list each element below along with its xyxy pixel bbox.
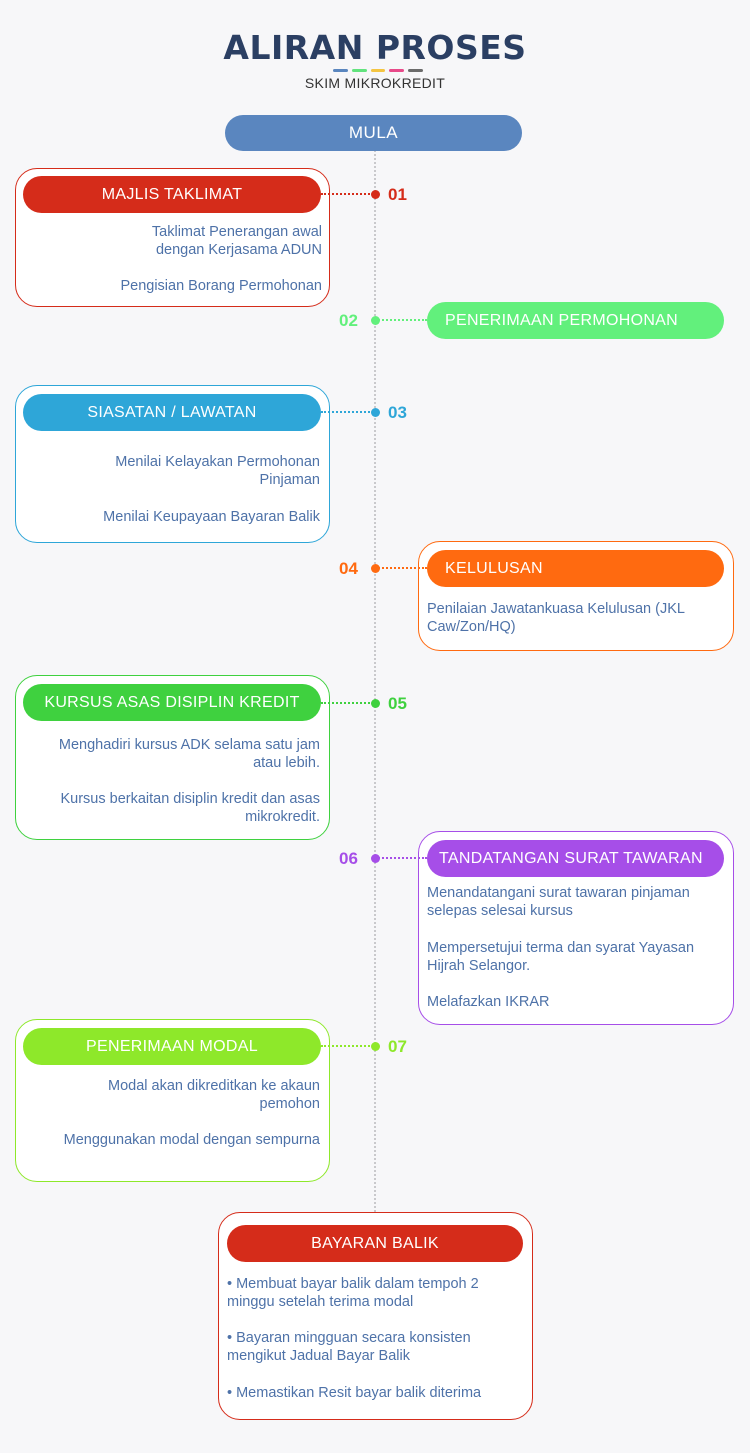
final-item-3: • Memastikan Resit bayar balik diterima bbox=[227, 1385, 482, 1401]
step-03-number: 03 bbox=[388, 403, 407, 422]
step-01-number: 01 bbox=[388, 185, 407, 204]
step-01-item-1: Taklimat Penerangan awal dengan Kerjasam… bbox=[151, 224, 322, 258]
step-01-title: MAJLIS TAKLIMAT bbox=[23, 176, 321, 213]
step-04-number: 04 bbox=[339, 559, 358, 578]
step-04-dot bbox=[370, 563, 380, 573]
step-07-dot bbox=[370, 1041, 380, 1051]
timeline-line bbox=[374, 150, 376, 1220]
step-07-connector bbox=[321, 1045, 374, 1047]
start-node: MULA bbox=[225, 115, 522, 151]
final-item-2: • Bayaran mingguan secara konsisten meng… bbox=[227, 1330, 471, 1364]
step-04-title: KELULUSAN bbox=[427, 550, 724, 587]
page-subtitle: SKIM MIKROKREDIT bbox=[304, 75, 446, 91]
step-02-dot bbox=[370, 315, 380, 325]
step-04-item-1: Penilaian Jawatankuasa Kelulusan (JKL Ca… bbox=[427, 601, 685, 635]
step-03-item-1: Menilai Kelayakan Permohonan Pinjaman bbox=[115, 454, 320, 488]
step-06-title: TANDATANGAN SURAT TAWARAN bbox=[427, 840, 724, 877]
step-05-item-2: Kursus berkaitan disiplin kredit dan asa… bbox=[60, 791, 320, 825]
step-05-item-1: Menghadiri kursus ADK selama satu jam at… bbox=[58, 737, 320, 771]
final-title: BAYARAN BALIK bbox=[227, 1225, 523, 1262]
accent-bar bbox=[370, 69, 386, 72]
step-07-item-2: Menggunakan modal dengan sempurna bbox=[63, 1132, 320, 1148]
step-03-item-2: Menilai Keupayaan Bayaran Balik bbox=[103, 509, 320, 525]
step-01-connector bbox=[321, 193, 374, 195]
step-05-connector bbox=[321, 702, 374, 704]
step-06-dot bbox=[370, 853, 380, 863]
step-07-title: PENERIMAAN MODAL bbox=[23, 1028, 321, 1065]
step-02-title: PENERIMAAN PERMOHONAN bbox=[427, 302, 724, 339]
step-06-item-2: Mempersetujui terma dan syarat Yayasan H… bbox=[427, 940, 695, 974]
final-item-1: • Membuat bayar balik dalam tempoh 2 min… bbox=[227, 1276, 479, 1310]
step-03-connector bbox=[321, 411, 374, 413]
step-05-dot bbox=[370, 698, 380, 708]
title-accent-bars bbox=[333, 69, 423, 72]
step-02-number: 02 bbox=[339, 311, 358, 330]
step-01-dot bbox=[370, 189, 380, 199]
step-05-title: KURSUS ASAS DISIPLIN KREDIT bbox=[23, 684, 321, 721]
step-06-item-3: Melafazkan IKRAR bbox=[427, 994, 550, 1010]
page-title: ALIRAN PROSES bbox=[223, 28, 527, 67]
step-04-connector bbox=[375, 567, 427, 569]
step-07-number: 07 bbox=[388, 1037, 407, 1056]
step-07-item-1: Modal akan dikreditkan ke akaun pemohon bbox=[108, 1078, 320, 1112]
step-03-dot bbox=[370, 407, 380, 417]
step-06-item-1: Menandatangani surat tawaran pinjaman se… bbox=[427, 885, 690, 919]
step-03-title: SIASATAN / LAWATAN bbox=[23, 394, 321, 431]
accent-bar bbox=[389, 69, 405, 72]
step-05-number: 05 bbox=[388, 694, 407, 713]
step-06-connector bbox=[375, 857, 427, 859]
accent-bar bbox=[333, 69, 348, 72]
step-02-connector bbox=[375, 319, 427, 321]
accent-bar bbox=[351, 69, 367, 72]
accent-bar bbox=[408, 69, 423, 72]
step-06-number: 06 bbox=[339, 849, 358, 868]
step-01-item-2: Pengisian Borang Permohonan bbox=[120, 278, 322, 294]
